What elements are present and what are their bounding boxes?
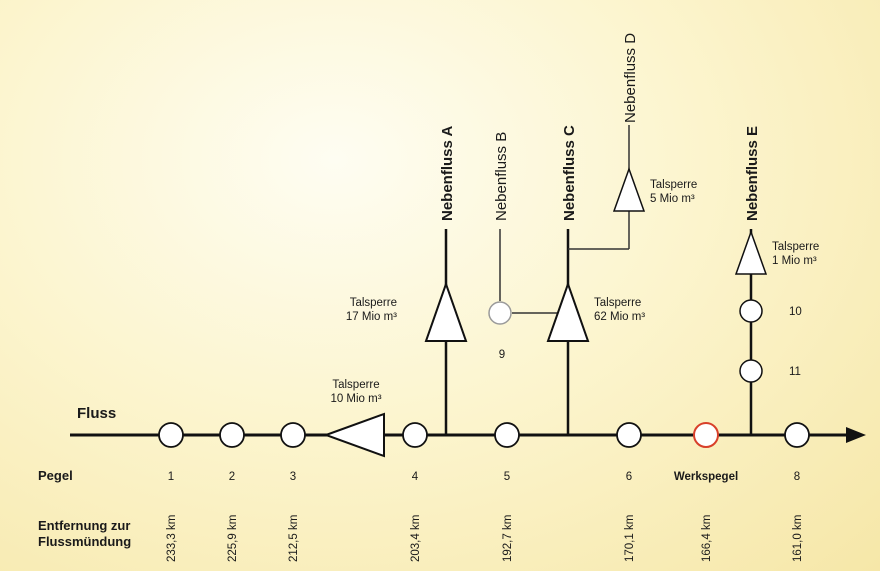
dam-a-label-line2: 17 Mio m³ <box>346 311 397 323</box>
dam-main-label-line2: 10 Mio m³ <box>330 393 381 405</box>
tributary-b-label: Nebenfluss B <box>493 132 510 221</box>
tributary-a-label: Nebenfluss A <box>439 126 456 221</box>
gauge-4-distance: 203,4 km <box>410 515 422 562</box>
gauge-9-circle <box>488 301 512 325</box>
dam-d-label-line2: 5 Mio m³ <box>650 193 695 205</box>
distance-row-label-line2: Flussmündung <box>38 534 131 549</box>
gauge-1-circle <box>158 422 184 448</box>
gauge-8-circle <box>784 422 810 448</box>
gauge-8-distance: 161,0 km <box>792 515 804 562</box>
gauge-werkspegel-distance: 166,4 km <box>701 515 713 562</box>
gauge-2-distance: 225,9 km <box>227 515 239 562</box>
dam-main-triangle <box>323 412 385 458</box>
dam-d-label-line1: Talsperre <box>650 179 697 191</box>
river-label: Fluss <box>77 405 116 422</box>
gauge-6-distance: 170,1 km <box>624 515 636 562</box>
gauge-10-circle <box>739 299 763 323</box>
gauge-5-label: 5 <box>504 471 510 483</box>
dam-e-triangle <box>734 229 768 275</box>
tributary-e-label: Nebenfluss E <box>744 126 761 221</box>
gauge-2-circle <box>219 422 245 448</box>
gauge-11-circle <box>739 359 763 383</box>
dam-c-triangle <box>546 280 590 342</box>
gauge-8-label: 8 <box>794 471 800 483</box>
gauge-11-label: 11 <box>789 366 801 378</box>
flow-direction-arrow <box>846 427 866 443</box>
distance-row-label-line1: Entfernung zur <box>38 518 130 533</box>
dam-d-triangle <box>612 166 646 212</box>
gauge-3-circle <box>280 422 306 448</box>
gauge-3-distance: 212,5 km <box>288 515 300 562</box>
dam-a-triangle <box>424 280 468 342</box>
gauge-2-label: 2 <box>229 471 235 483</box>
gauge-4-label: 4 <box>412 471 419 483</box>
gauge-werkspegel-label: Werkspegel <box>674 471 738 483</box>
gauge-3-label: 3 <box>290 471 296 483</box>
gauge-row-label: Pegel <box>38 468 73 483</box>
gauge-5-circle <box>494 422 520 448</box>
tributary-c-label: Nebenfluss C <box>561 125 578 221</box>
gauge-5-distance: 192,7 km <box>502 515 514 562</box>
gauge-10-label: 10 <box>789 306 802 318</box>
gauge-6-circle <box>616 422 642 448</box>
dam-e-label-line1: Talsperre <box>772 241 819 253</box>
gauge-werkspegel-circle <box>693 422 719 448</box>
dam-c-label-line1: Talsperre <box>594 297 641 309</box>
dam-c-label-line2: 62 Mio m³ <box>594 311 645 323</box>
gauge-1-distance: 233,3 km <box>166 515 178 562</box>
dam-main-label-line1: Talsperre <box>332 379 379 391</box>
gauge-4-circle <box>402 422 428 448</box>
dam-e-label-line2: 1 Mio m³ <box>772 255 817 267</box>
gauge-1-label: 1 <box>168 471 174 483</box>
dam-a-label-line1: Talsperre <box>350 297 397 309</box>
gauge-9-label: 9 <box>499 349 505 361</box>
gauge-6-label: 6 <box>626 471 632 483</box>
tributary-d-label: Nebenfluss D <box>622 33 639 123</box>
